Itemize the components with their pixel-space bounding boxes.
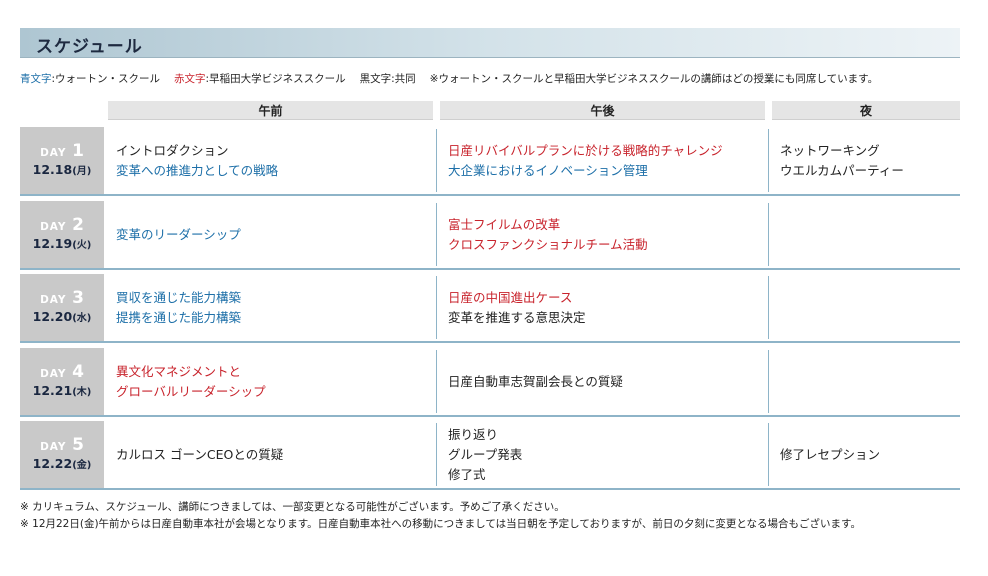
section-title-bar: スケジュール bbox=[20, 28, 960, 58]
column-header-pm: 午後 bbox=[440, 101, 765, 120]
day-word: DAY bbox=[40, 367, 67, 380]
session-entry: 修了レセプション bbox=[780, 446, 881, 462]
day-date: 12.20 bbox=[32, 308, 73, 324]
schedule-row: DAY 4 12.21(木) 異文化マネジメントとグローバルリーダーシップ 日産… bbox=[20, 348, 960, 417]
cell-pm: 日産自動車志賀副会長との質疑 bbox=[448, 348, 764, 415]
schedule-row: DAY 1 12.18(月) イントロダクション変革への推進力としての戦略 日産… bbox=[20, 127, 960, 196]
day-badge: DAY 2 12.19(火) bbox=[20, 201, 104, 268]
day-date: 12.21 bbox=[32, 382, 73, 398]
footnote: ※ 12月22日(金)午前からは日産自動車本社が会場となります。日産自動車本社へ… bbox=[20, 518, 861, 530]
cell-pm: 富士フイルムの改革クロスファンクショナルチーム活動 bbox=[448, 201, 764, 268]
session-entry: グループ発表 bbox=[448, 446, 523, 462]
cell-pm: 日産の中国進出ケース変革を推進する意思決定 bbox=[448, 274, 764, 341]
day-word: DAY bbox=[40, 440, 67, 453]
session-entry: 富士フイルムの改革 bbox=[448, 216, 561, 232]
day-word: DAY bbox=[40, 293, 67, 306]
cell-night bbox=[780, 274, 958, 341]
legend-blue-label: 青文字 bbox=[20, 73, 52, 85]
session-entry: 大企業におけるイノベーション管理 bbox=[448, 162, 648, 178]
session-entry: 日産の中国進出ケース bbox=[448, 289, 573, 305]
session-entry: 異文化マネジメントと bbox=[116, 363, 242, 379]
cell-am: 変革のリーダーシップ bbox=[116, 201, 432, 268]
session-entry: 買収を通じた能力構築 bbox=[116, 289, 242, 305]
legend-red-label: 赤文字 bbox=[174, 73, 206, 85]
day-badge: DAY 1 12.18(月) bbox=[20, 127, 104, 194]
day-word: DAY bbox=[40, 220, 67, 233]
day-weekday: (木) bbox=[72, 386, 92, 398]
day-number: 4 bbox=[72, 361, 84, 382]
session-entry: クロスファンクショナルチーム活動 bbox=[448, 236, 648, 252]
day-date: 12.18 bbox=[32, 161, 73, 177]
day-number: 5 bbox=[72, 434, 84, 455]
schedule-row: DAY 3 12.20(水) 買収を通じた能力構築提携を通じた能力構築 日産の中… bbox=[20, 274, 960, 343]
cell-pm: 日産リバイバルプランに於ける戦略的チャレンジ大企業におけるイノベーション管理 bbox=[448, 127, 764, 194]
day-number: 1 bbox=[72, 140, 84, 161]
cell-night: 修了レセプション bbox=[780, 421, 958, 488]
schedule-row: DAY 5 12.22(金) カルロス ゴーンCEOとの質疑 振り返りグループ発… bbox=[20, 421, 960, 490]
cell-night bbox=[780, 201, 958, 268]
session-entry: イントロダクション bbox=[116, 142, 229, 158]
day-word: DAY bbox=[40, 146, 67, 159]
schedule-row: DAY 2 12.19(火) 変革のリーダーシップ 富士フイルムの改革クロスファ… bbox=[20, 201, 960, 270]
session-entry: 日産リバイバルプランに於ける戦略的チャレンジ bbox=[448, 142, 723, 158]
session-entry: カルロス ゴーンCEOとの質疑 bbox=[116, 446, 284, 462]
day-number: 3 bbox=[72, 287, 84, 308]
day-badge: DAY 3 12.20(水) bbox=[20, 274, 104, 341]
session-entry: 変革のリーダーシップ bbox=[116, 226, 241, 242]
cell-night: ネットワーキングウエルカムパーティー bbox=[780, 127, 958, 194]
page-title: スケジュール bbox=[36, 37, 143, 57]
legend-red-desc: :早稲田大学ビジネススクール bbox=[205, 73, 346, 85]
session-entry: 日産自動車志賀副会長との質疑 bbox=[448, 373, 623, 389]
session-entry: グローバルリーダーシップ bbox=[116, 383, 266, 399]
color-legend: 青文字:ウォートン・スクール 赤文字:早稲田大学ビジネススクール 黒文字:共同 ※ウォ… bbox=[20, 71, 970, 86]
session-entry: 変革への推進力としての戦略 bbox=[116, 162, 279, 178]
column-header-am: 午前 bbox=[108, 101, 433, 120]
day-weekday: (月) bbox=[72, 165, 92, 177]
cell-pm: 振り返りグループ発表修了式 bbox=[448, 421, 764, 488]
footnote: ※ カリキュラム、スケジュール、講師につきましては、一部変更となる可能性がござい… bbox=[20, 501, 565, 513]
legend-blue-desc: :ウォートン・スクール bbox=[51, 73, 161, 85]
cell-am: カルロス ゴーンCEOとの質疑 bbox=[116, 421, 432, 488]
legend-black: 黒文字:共同 bbox=[359, 73, 416, 85]
day-number: 2 bbox=[72, 214, 84, 235]
day-badge: DAY 4 12.21(木) bbox=[20, 348, 104, 415]
day-weekday: (火) bbox=[72, 239, 92, 251]
session-entry: ウエルカムパーティー bbox=[780, 162, 904, 178]
session-entry: ネットワーキング bbox=[780, 142, 880, 158]
session-entry: 振り返り bbox=[448, 426, 499, 442]
day-badge: DAY 5 12.22(金) bbox=[20, 421, 104, 488]
day-date: 12.19 bbox=[32, 235, 73, 251]
day-weekday: (水) bbox=[72, 312, 92, 324]
cell-am: 買収を通じた能力構築提携を通じた能力構築 bbox=[116, 274, 432, 341]
day-weekday: (金) bbox=[72, 459, 92, 471]
cell-am: 異文化マネジメントとグローバルリーダーシップ bbox=[116, 348, 432, 415]
day-date: 12.22 bbox=[32, 455, 73, 471]
session-entry: 変革を推進する意思決定 bbox=[448, 309, 586, 325]
session-entry: 修了式 bbox=[448, 466, 486, 482]
column-header-night: 夜 bbox=[772, 101, 960, 120]
cell-am: イントロダクション変革への推進力としての戦略 bbox=[116, 127, 432, 194]
legend-note: ※ウォートン・スクールと早稲田大学ビジネススクールの講師はどの授業にも同席してい… bbox=[429, 73, 879, 85]
footnotes: ※ カリキュラム、スケジュール、講師につきましては、一部変更となる可能性がござい… bbox=[20, 499, 970, 533]
session-entry: 提携を通じた能力構築 bbox=[116, 309, 242, 325]
cell-night bbox=[780, 348, 958, 415]
